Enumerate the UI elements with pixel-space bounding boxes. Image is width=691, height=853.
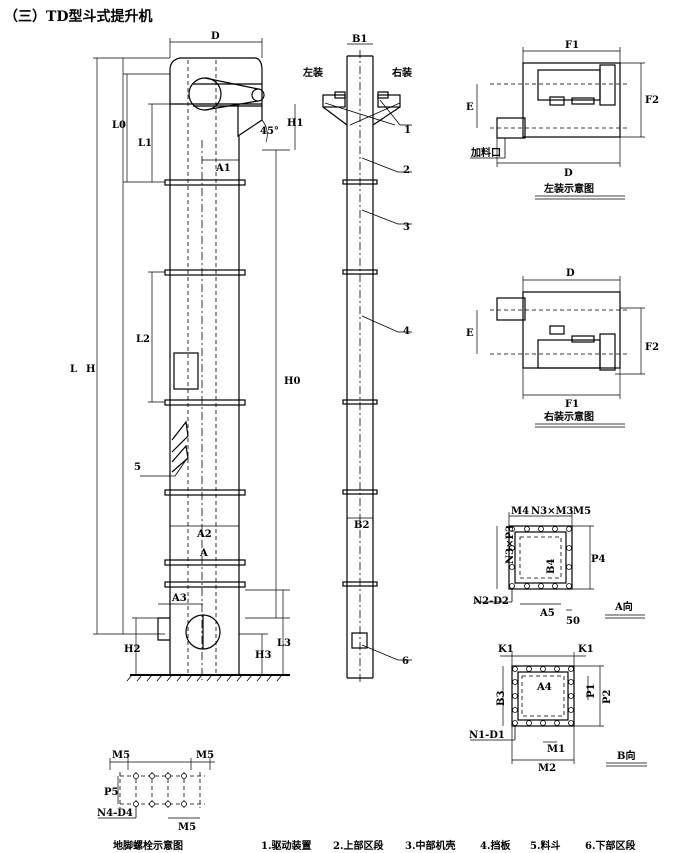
side-label-B1: B1	[352, 34, 367, 45]
side-label-right-install: 右装	[391, 66, 412, 79]
legend-item-6: 6.下部区段	[585, 839, 635, 852]
view-a-label-50: 50	[566, 616, 580, 627]
right-label-F1: F1	[565, 399, 579, 410]
foundation-bolt-view: M5 M5 P5 N4-D4 M5 地脚螺栓示意图	[97, 750, 215, 852]
elevator-label-D: D	[211, 31, 220, 42]
view-b-label-K1b: K1	[578, 644, 594, 655]
bolt-holes	[133, 773, 187, 807]
view-a-caption: A向	[614, 600, 633, 613]
elevator-label-A: A	[199, 548, 208, 559]
legend-item-1: 1.驱动装置	[261, 839, 311, 852]
view-b-label-M1: M1	[547, 744, 565, 755]
elevator-label-angle: 45°	[260, 126, 279, 137]
view-a-label-M5: M5	[573, 506, 591, 517]
view-b-bolt-holes	[512, 666, 574, 726]
side-callout-2: 2	[403, 165, 410, 176]
elevator-label-A1: A1	[215, 163, 231, 174]
side-callout-3: 3	[403, 222, 410, 233]
view-a-label-N3M3: N3×M3	[531, 506, 574, 517]
left-label-D: D	[564, 168, 573, 179]
legend-item-2: 2.上部区段	[333, 839, 383, 852]
bolt-label-M5b: M5	[196, 750, 214, 761]
elevator-label-H: H	[86, 364, 95, 375]
view-a-label-A5: A5	[539, 608, 555, 619]
elevator-label-L1: L1	[138, 138, 152, 149]
right-label-E: E	[466, 328, 474, 339]
view-a-label-P4: P4	[591, 554, 606, 565]
elevator-callout-5: 5	[134, 462, 141, 473]
view-b-label-A4: A4	[536, 682, 552, 693]
side-callout-4: 4	[403, 326, 410, 337]
view-a-bolt-holes	[509, 526, 572, 589]
bolt-view-caption: 地脚螺栓示意图	[113, 839, 183, 852]
view-a-label-B4: B4	[546, 559, 557, 574]
elevator-label-L: L	[70, 364, 77, 375]
elevator-side-view: B1 左装 右装 B2 1 2 3 4 6	[302, 34, 412, 684]
left-label-F2: F2	[645, 95, 659, 106]
legend-item-4: 4.挡板	[480, 839, 511, 852]
view-a-label-N2D2: N2-D2	[473, 596, 509, 607]
view-a-label-N3P3: N3×P3	[505, 525, 516, 564]
left-label-F1: F1	[565, 40, 579, 51]
parts-legend: 1.驱动装置 2.上部区段 3.中部机壳 4.挡板 5.料斗 6.下部区段	[261, 839, 635, 852]
bolt-label-N4D4: N4-D4	[97, 808, 133, 819]
elevator-front-view: D L H L0 L1 L2 H1 45° A1 H0	[70, 31, 303, 682]
view-a-label-M4: M4	[511, 506, 529, 517]
view-b-label-K1a: K1	[498, 644, 514, 655]
right-view-caption: 右装示意图	[543, 410, 594, 423]
elevator-label-H0: H0	[284, 376, 300, 387]
view-b-label-M2: M2	[538, 763, 556, 774]
right-label-D: D	[566, 268, 575, 279]
elevator-label-A2: A2	[196, 529, 212, 540]
side-callout-6: 6	[402, 656, 409, 667]
bolt-label-M5a: M5	[112, 750, 130, 761]
right-label-F2: F2	[645, 342, 659, 353]
right-install-view: D E F2 F1 右装示意图	[466, 268, 659, 428]
view-b-label-B3: B3	[496, 691, 507, 706]
bolt-label-M5c: M5	[178, 822, 196, 833]
side-callout-1: 1	[404, 125, 411, 136]
elevator-label-L0: L0	[112, 120, 126, 131]
elevator-label-H2: H2	[124, 644, 140, 655]
legend-item-3: 3.中部机壳	[405, 839, 455, 852]
elevator-label-A3: A3	[171, 593, 187, 604]
elevator-label-L3: L3	[277, 638, 291, 649]
left-view-caption: 左装示意图	[543, 182, 594, 195]
view-b-label-P1: P1	[586, 684, 597, 698]
view-b-label-P2: P2	[602, 689, 613, 704]
legend-item-5: 5.料斗	[530, 839, 560, 852]
left-install-view: F1 F2 E D 加料口 左装示意图	[466, 40, 659, 200]
side-label-left-install: 左装	[302, 66, 323, 79]
view-b-flange: K1 K1 A4 P1 P2 B3 N1-D1 M1 M2 B向	[469, 644, 647, 774]
side-label-B2: B2	[354, 520, 369, 531]
elevator-label-H1: H1	[287, 118, 303, 129]
page-title: （三）TD型斗式提升机	[4, 8, 153, 25]
view-b-caption: B向	[617, 749, 635, 762]
left-label-E: E	[466, 102, 474, 113]
left-label-inlet: 加料口	[470, 146, 501, 159]
view-b-label-N1D1: N1-D1	[469, 730, 505, 741]
view-a-flange: M4 N3×M3 M5 N3×P3 P4 B4 N2-D2 A5 50 A向	[473, 506, 645, 627]
bolt-label-P5: P5	[104, 787, 119, 798]
elevator-label-H3: H3	[255, 650, 271, 661]
elevator-label-L2: L2	[136, 334, 150, 345]
